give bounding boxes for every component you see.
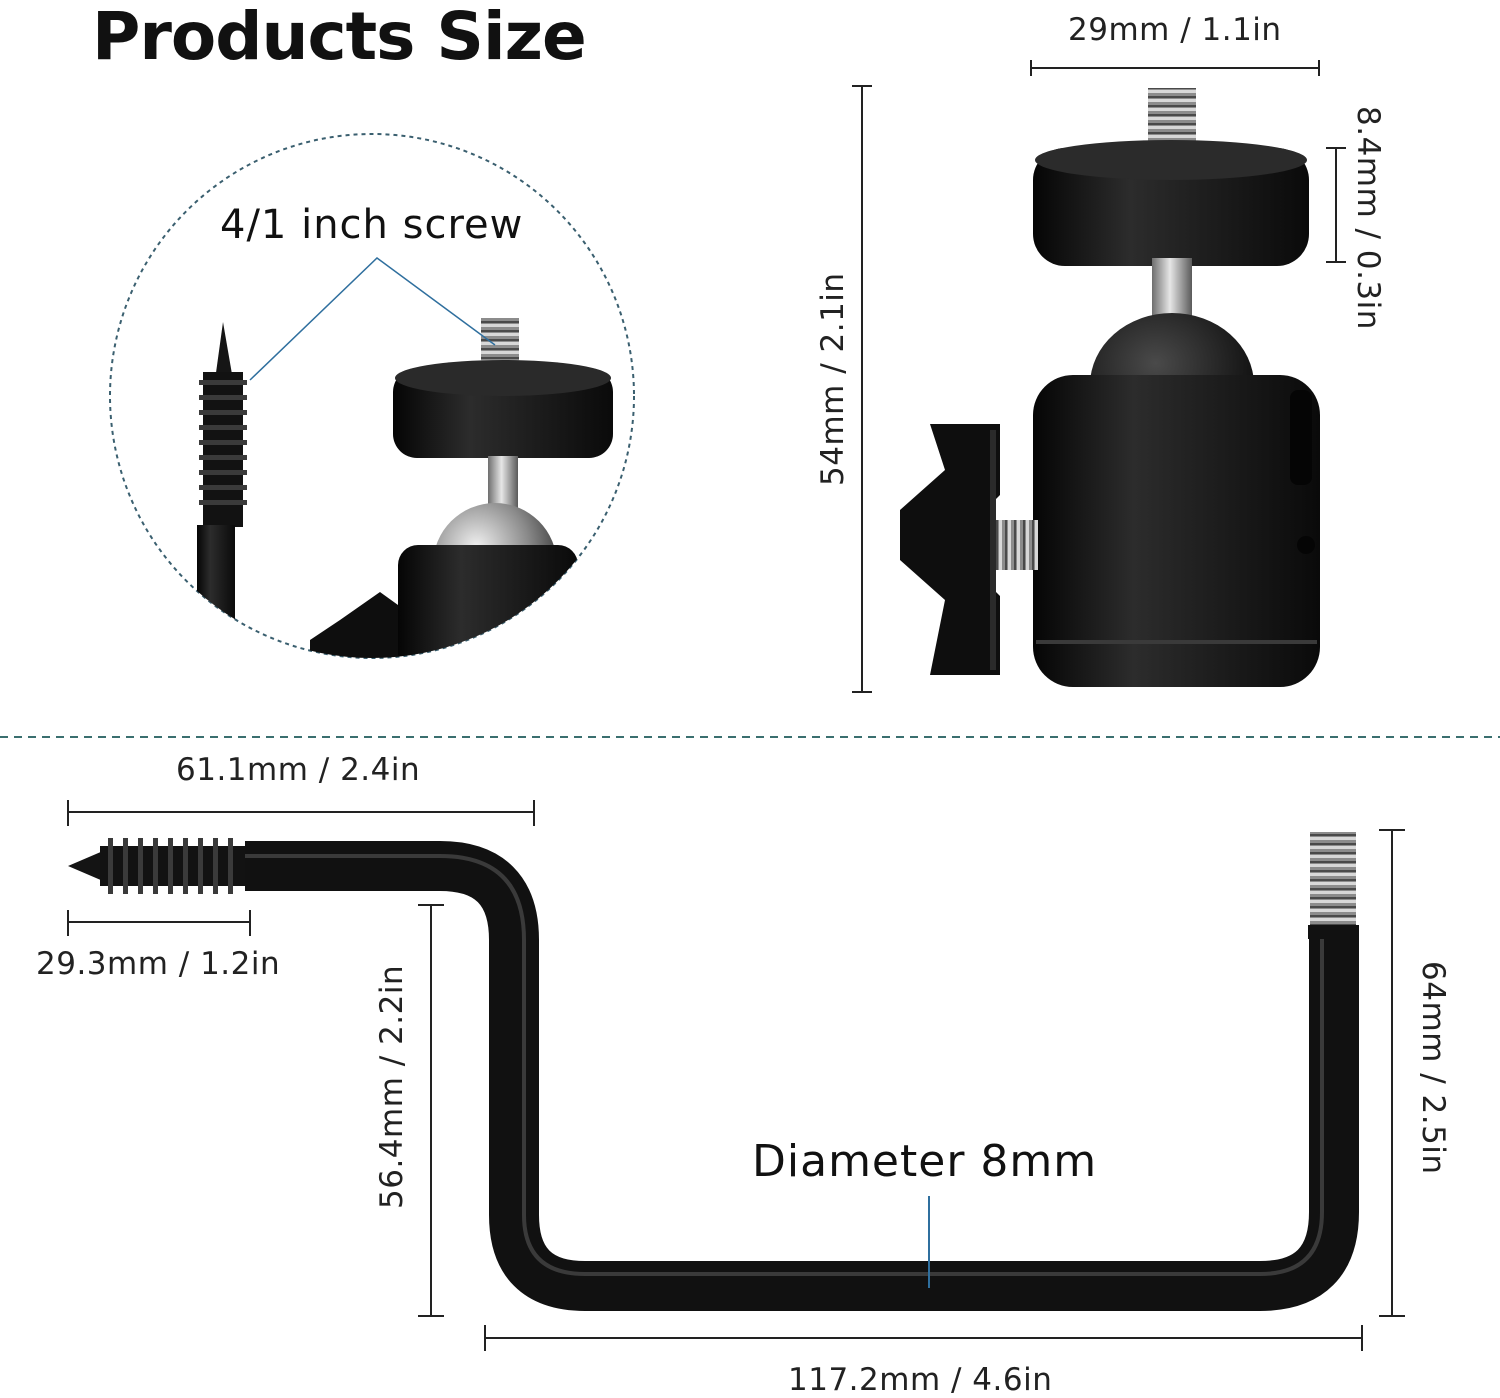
bracket-screw-length-label: 29.3mm / 1.2in xyxy=(36,946,281,982)
bracket-bottom-length-label: 117.2mm / 4.6in xyxy=(788,1362,1053,1398)
ball-head-width-label: 29mm / 1.1in xyxy=(1068,12,1282,48)
page-title: Products Size xyxy=(92,0,587,75)
bracket-diameter-label: Diameter 8mm xyxy=(752,1136,1098,1187)
ball-head-plate-label: 8.4mm / 0.3in xyxy=(1350,106,1386,330)
screw-callout-label: 4/1 inch screw xyxy=(220,202,524,248)
bracket-dimensions xyxy=(67,800,1405,1351)
ball-head-dimensions xyxy=(852,60,1346,693)
bracket-arm-length-label: 61.1mm / 2.4in xyxy=(176,752,421,788)
bracket-right-height-label: 64mm / 2.5in xyxy=(1415,961,1451,1175)
detail-wood-screw xyxy=(197,322,247,658)
bracket-product xyxy=(68,832,1359,1311)
ball-head-product xyxy=(900,88,1320,687)
ball-head-height-label: 54mm / 2.1in xyxy=(815,272,851,486)
bracket-left-height-label: 56.4mm / 2.2in xyxy=(374,964,410,1209)
